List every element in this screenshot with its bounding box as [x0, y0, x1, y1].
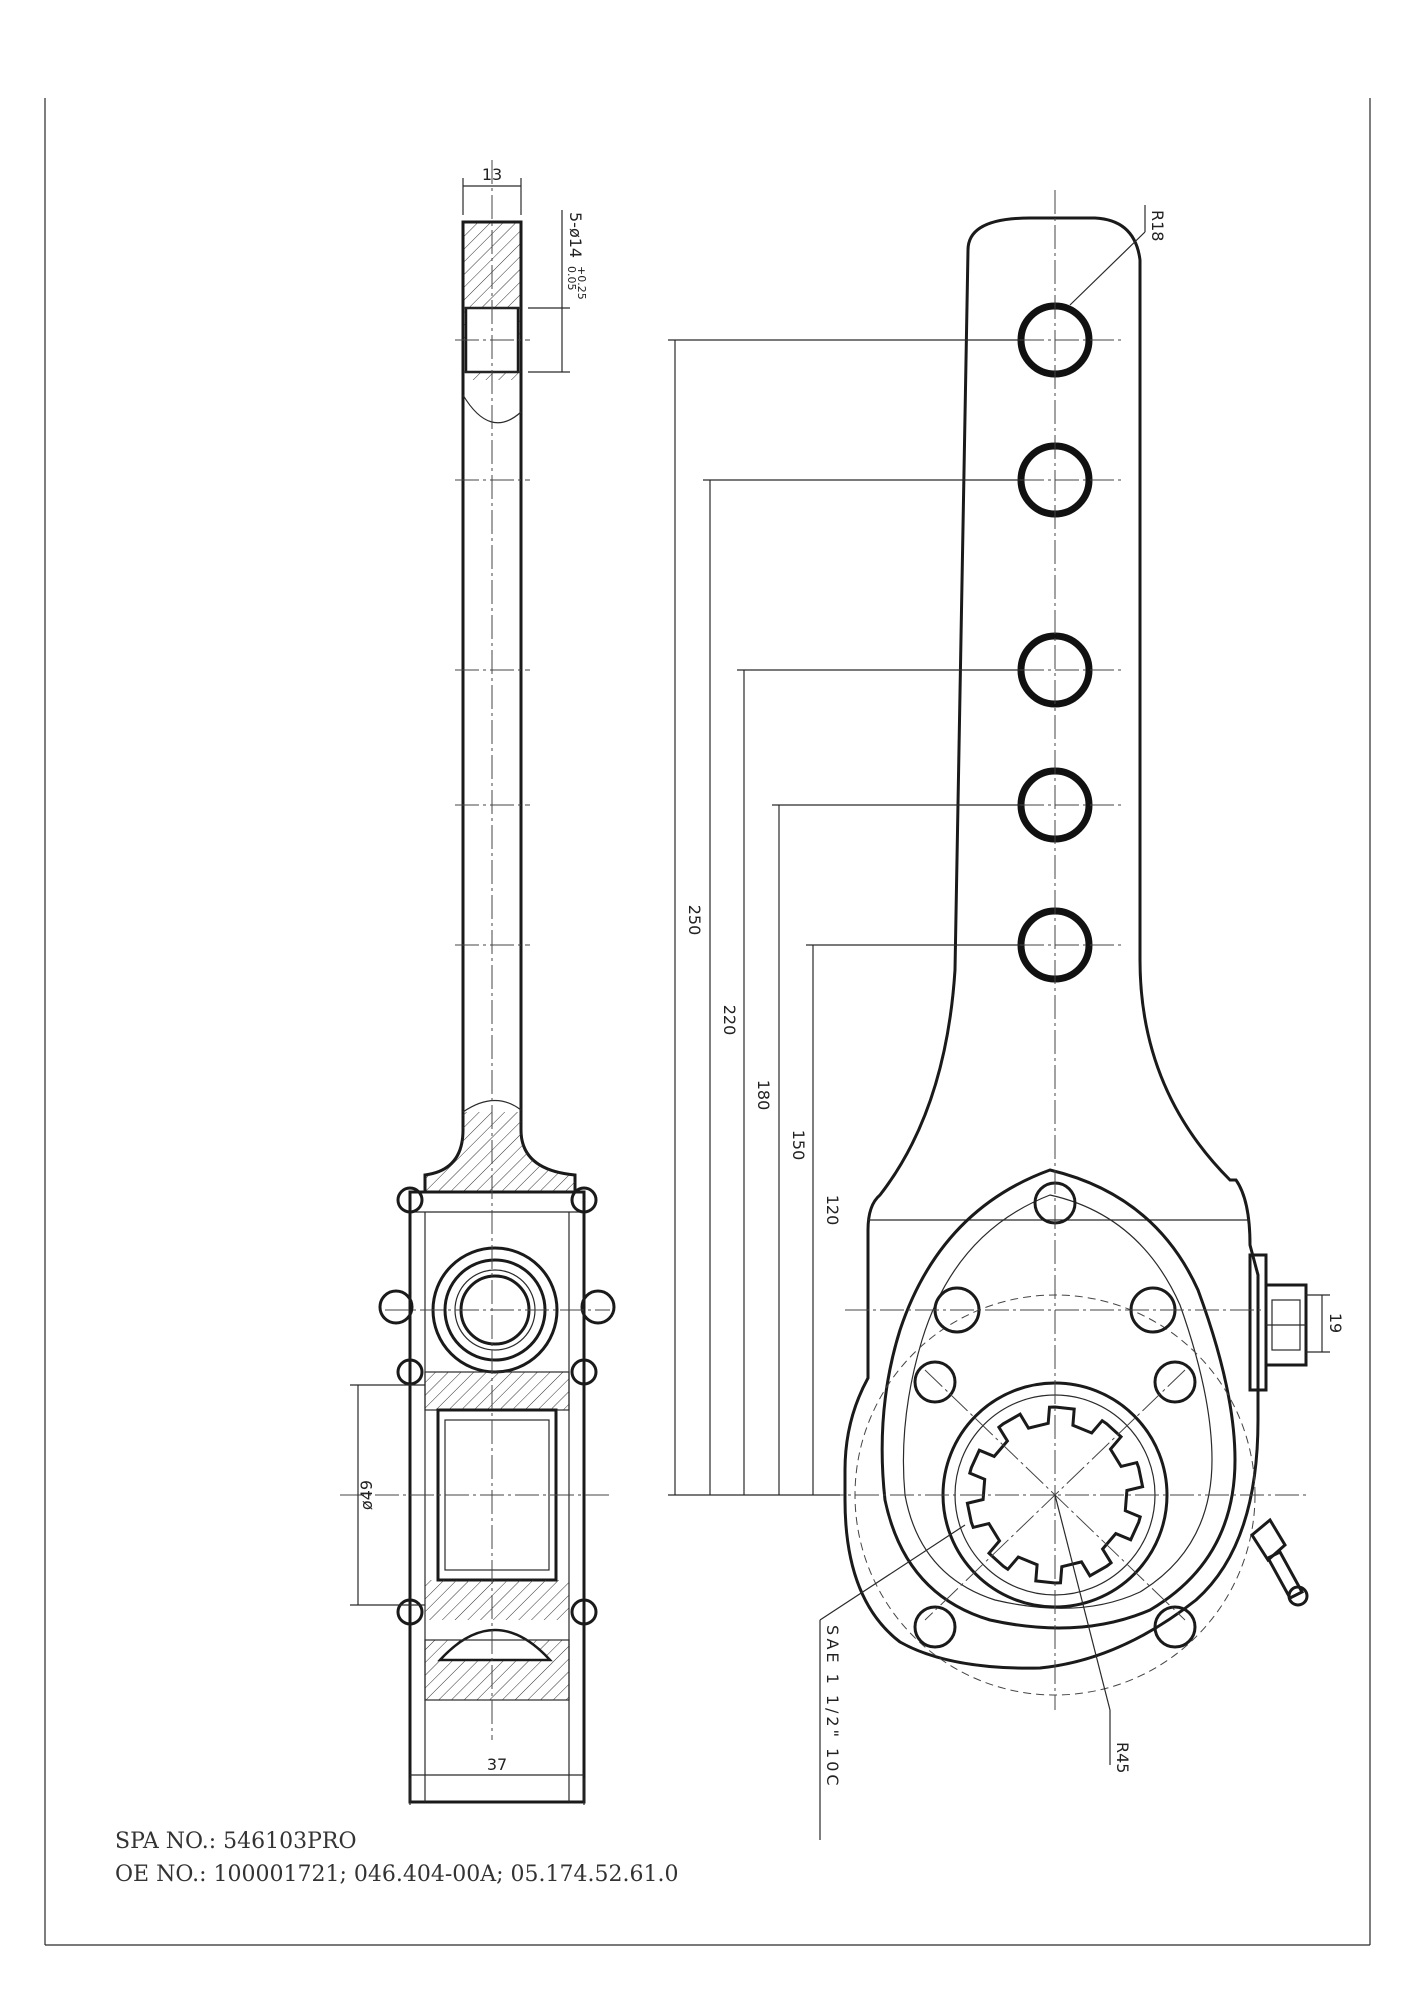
dim-label-body-diameter: ø49: [357, 1480, 376, 1510]
dim-body-width: 37: [409, 1755, 585, 1805]
front-view-dimensions: 250 220 180 150 120 R18 19 R45 SAE 1 1/2…: [668, 205, 1345, 1840]
dim-hole-diameter: 5-ø14 +0.25 0.05: [528, 210, 588, 373]
dim-label-hole-tol-lower: 0.05: [565, 266, 578, 291]
note-spa-no: SPA NO.: 546103PRO: [115, 1829, 357, 1854]
dim-label-120: 120: [823, 1195, 842, 1226]
note-oe-no: OE NO.: 100001721; 046.404-00A; 05.174.5…: [115, 1862, 679, 1887]
side-view: 13 5-ø14 +0.25 0.05 ø49 37: [340, 160, 616, 1805]
dim-label-body-width: 37: [487, 1755, 507, 1774]
side-view-arm: [423, 220, 577, 1194]
front-view: [820, 190, 1310, 1710]
dim-label-220: 220: [720, 1005, 739, 1036]
dim-body-diameter: ø49: [350, 1384, 425, 1606]
front-view-arm-outline: [843, 216, 1260, 1670]
dim-label-holes: 5-ø14: [566, 212, 585, 258]
dim-label-side-width: 13: [482, 165, 502, 184]
dim-label-hole-tol-upper: +0.25: [575, 266, 588, 300]
notes: SPA NO.: 546103PRO OE NO.: 100001721; 04…: [115, 1829, 679, 1887]
dim-label-250: 250: [685, 905, 704, 936]
side-view-centerlines: [340, 160, 610, 1740]
dim-label-150: 150: [789, 1130, 808, 1161]
sheet-border: [44, 98, 1371, 1946]
front-view-grease-nipple: [1250, 1517, 1309, 1607]
dim-label-r18: R18: [1148, 210, 1167, 241]
dim-label-spline: SAE 1 1/2" 10C: [823, 1625, 842, 1789]
dim-side-width: 13: [462, 165, 522, 215]
dim-label-r45: R45: [1113, 1742, 1132, 1773]
front-view-housing: [880, 1168, 1237, 1630]
dim-label-180: 180: [754, 1080, 773, 1111]
side-view-housing: [378, 1186, 616, 1804]
front-view-adjuster-nut: [1248, 1253, 1308, 1392]
dim-label-nut: 19: [1326, 1313, 1345, 1333]
